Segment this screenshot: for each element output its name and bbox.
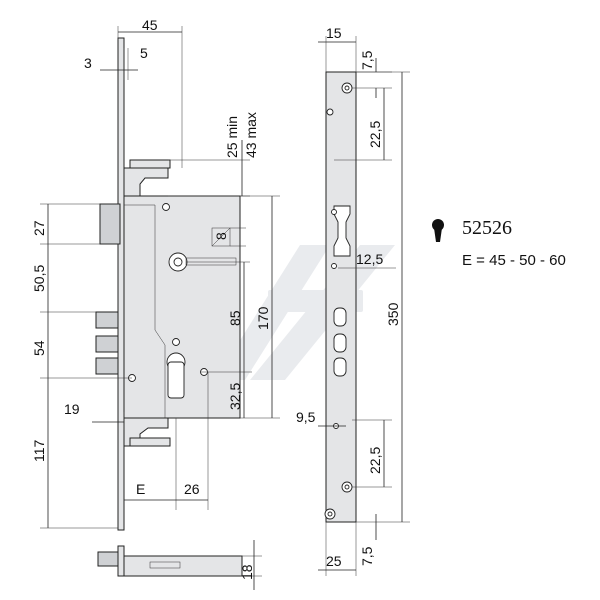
dim-43-max: 43 max: [243, 112, 259, 158]
dim-26: 26: [184, 481, 200, 497]
dim-50-5: 50,5: [31, 265, 47, 292]
product-info: 52526 E = 45 - 50 - 60: [432, 217, 566, 269]
strike-dimension-lines: [318, 36, 410, 576]
dim-27: 27: [31, 220, 47, 236]
dim-170: 170: [255, 306, 271, 330]
strike-dim-22-5-top: 22,5: [367, 121, 383, 148]
dim-18: 18: [239, 564, 255, 580]
strike-dim-12-5: 12,5: [356, 251, 383, 267]
strike-dim-7-5-bottom: 7,5: [359, 546, 375, 566]
dim-5: 5: [140, 45, 148, 61]
dim-25-min: 25 min: [224, 116, 240, 158]
strike-plate: [324, 71, 357, 523]
cylinder-keyhole-icon: [432, 219, 444, 242]
strike-dim-350: 350: [385, 302, 401, 326]
bolt-2: [95, 335, 119, 353]
strike-dim-9-5: 9,5: [296, 409, 316, 425]
top-hook: [123, 167, 169, 197]
dim-54: 54: [31, 340, 47, 356]
dim-E: E: [136, 481, 145, 497]
deadbolt-top: [99, 203, 121, 245]
dim-32-5: 32,5: [227, 383, 243, 410]
lock-body: [95, 37, 241, 531]
backset-options: E = 45 - 50 - 60: [462, 252, 566, 269]
dim-117: 117: [31, 439, 47, 462]
screw-icon: [162, 203, 170, 211]
front-plate: [117, 37, 125, 531]
lock-dimension-lines: [40, 26, 280, 529]
dim-3: 3: [84, 55, 92, 71]
lock-side-view: [97, 540, 262, 590]
strike-dim-22-5-bottom: 22,5: [367, 447, 383, 474]
bolt-3: [95, 357, 119, 375]
dim-45: 45: [142, 17, 158, 33]
bolt-1: [95, 311, 119, 329]
dim-8: 8: [213, 232, 229, 240]
dim-19: 19: [64, 401, 80, 417]
dim-85: 85: [227, 310, 243, 326]
strike-plate-body: [325, 71, 357, 523]
dimension-labels: 45 3 5 25 min 43 max 27 8 50,5 85 170 54…: [31, 17, 401, 580]
strike-dim-7-5-top: 7,5: [359, 50, 375, 70]
strike-dim-15: 15: [326, 25, 342, 41]
screw-icon: [172, 338, 180, 346]
product-code: 52526: [462, 217, 512, 239]
strike-dim-25: 25: [326, 553, 342, 569]
